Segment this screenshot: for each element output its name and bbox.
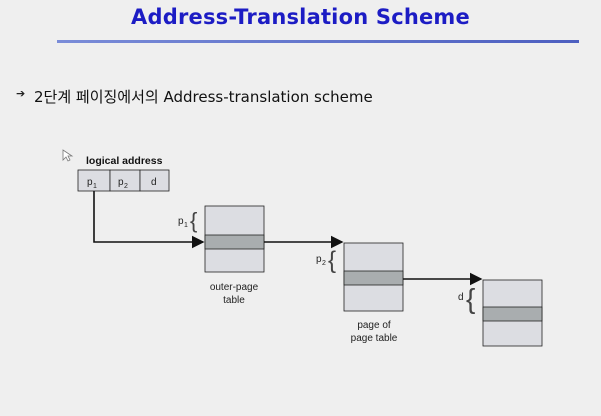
p2-offset-brace: p 2 { <box>316 247 336 274</box>
p1-arrow <box>93 191 205 249</box>
svg-text:{: { <box>190 208 197 233</box>
outer-page-table-label-1: outer-page <box>210 282 259 293</box>
logical-address-label: logical address <box>86 155 163 167</box>
svg-text:p: p <box>316 254 322 265</box>
page-of-page-table-label-2: page table <box>351 333 398 344</box>
arrow-bullet-icon: ➔ <box>16 88 26 100</box>
logical-address-fields <box>77 169 170 192</box>
bullet-text: 2단계 페이징에서의 Address-translation scheme <box>34 88 373 106</box>
mouse-cursor-icon <box>62 149 74 162</box>
slide-title: Address-Translation Scheme <box>131 5 470 29</box>
svg-text:p: p <box>87 177 93 188</box>
p1-offset-brace: p 1 { <box>178 208 197 233</box>
svg-text:2: 2 <box>124 183 128 190</box>
field-p2: p 2 <box>118 177 128 190</box>
memory-page <box>482 279 543 347</box>
outer-page-table-label-2: table <box>223 295 245 306</box>
svg-text:1: 1 <box>184 222 188 229</box>
field-p1: p 1 <box>87 177 97 190</box>
svg-text:d: d <box>458 292 464 303</box>
page-of-page-table <box>343 242 404 312</box>
svg-text:{: { <box>328 247 336 274</box>
svg-text:p: p <box>178 216 184 227</box>
svg-text:1: 1 <box>93 183 97 190</box>
d-offset-brace: d { <box>458 283 475 314</box>
svg-text:2: 2 <box>322 260 326 267</box>
page-of-page-table-label-1: page of <box>357 320 391 331</box>
outer-page-table <box>204 205 265 273</box>
svg-text:p: p <box>118 177 124 188</box>
svg-text:{: { <box>466 283 475 314</box>
field-d: d <box>151 177 157 188</box>
title-underline <box>57 40 579 43</box>
